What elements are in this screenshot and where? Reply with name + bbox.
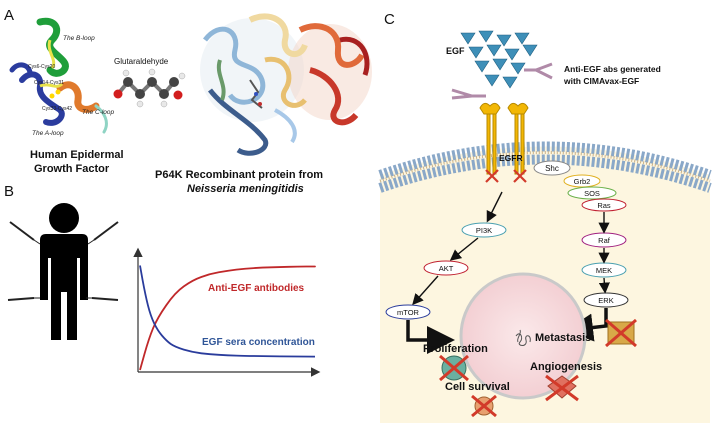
egf-triangle-icon [474, 60, 490, 73]
egf-triangle-icon [460, 32, 476, 45]
metastasis-label: Metastasis [535, 332, 591, 344]
egf-name-line-2: Growth Factor [34, 163, 110, 175]
panel-a-letter: A [4, 7, 14, 24]
egf-label: EGF [446, 46, 465, 56]
cys-label-3: Cys33-Cys42 [42, 106, 72, 112]
egf-sera-concentration-label: EGF sera concentration [202, 337, 315, 348]
svg-text:Shc: Shc [545, 164, 559, 173]
p64k-structure-illustration [200, 13, 372, 156]
angiogenesis-blocked-icon [545, 374, 579, 402]
c-loop-label: The C-loop [82, 109, 115, 116]
svg-text:Raf: Raf [598, 236, 611, 245]
svg-text:PI3K: PI3K [476, 226, 492, 235]
cys-label-2: Cys14-Cys31 [34, 80, 64, 86]
egf-triangle-icon [514, 32, 530, 45]
svg-text:SOS: SOS [584, 189, 600, 198]
node-raf: Raf [581, 232, 627, 248]
node-grb2: Grb2 [563, 174, 601, 188]
node-mek: MEK [581, 262, 627, 278]
cell-survival-label: Cell survival [445, 381, 510, 393]
egf-triangle-icon [484, 74, 500, 87]
anti-egf-antibody-icon-1 [451, 88, 486, 100]
node-erk: ERK [583, 292, 629, 308]
egf-triangle-icon [504, 48, 520, 61]
panel-b-letter: B [4, 183, 14, 200]
panel-b: B Anti-EGF antibodies EGF sera [4, 183, 321, 377]
metastasis-blocked-icon [605, 318, 637, 348]
antibody-egf-chart [133, 247, 321, 377]
block-x-icon-egfr-left [485, 169, 499, 183]
egf-triangle-icon [478, 30, 494, 43]
glutaraldehyde-label: Glutaraldehyde [114, 57, 169, 66]
cell-survival-blocked-icon [471, 394, 497, 418]
node-shc: Shc [533, 160, 571, 176]
series-line-anti-egf-antibodies [139, 265, 316, 371]
syringe-icon-2 [87, 221, 119, 245]
panel-c-letter: C [384, 11, 395, 28]
nucleus [459, 272, 587, 400]
node-akt: AKT [423, 260, 469, 276]
cell-membrane-inner [378, 154, 712, 193]
b-loop-label: The B-loop [63, 35, 95, 42]
svg-text:Ras: Ras [597, 201, 611, 210]
egfr-receptor-icon [479, 102, 529, 175]
egf-triangle-icon [486, 44, 502, 57]
egf-triangle-icon [510, 62, 526, 75]
anti-egf-abs-line-2: with CIMAvax-EGF [563, 76, 639, 86]
a-loop-label: The A-loop [32, 130, 64, 137]
p64k-name-line-1: P64K Recombinant protein from [155, 169, 323, 181]
svg-text:AKT: AKT [439, 264, 454, 273]
svg-text:MEK: MEK [596, 266, 612, 275]
membrane-tails [379, 151, 711, 183]
proliferation-blocked-icon [439, 354, 469, 382]
angiogenesis-label: Angiogenesis [530, 361, 602, 373]
block-x-icon-egfr-right [513, 169, 527, 183]
svg-text:ERK: ERK [598, 296, 613, 305]
node-ras: Ras [581, 198, 627, 212]
cell-membrane-outer [378, 141, 712, 180]
proliferation-label: Proliferation [423, 343, 488, 355]
egf-triangle-icon [496, 34, 512, 47]
anti-egf-antibodies-label: Anti-EGF antibodies [208, 283, 305, 294]
egf-triangle-icon [468, 46, 484, 59]
p64k-name-line-2: Neisseria meningitidis [187, 183, 304, 195]
svg-text:mTOR: mTOR [397, 308, 420, 317]
anti-egf-antibody-icon-2 [524, 62, 553, 80]
egf-triangle-icon [492, 58, 508, 71]
node-sos: SOS [567, 186, 617, 200]
node-pi3k: PI3K [461, 222, 507, 238]
egfr-label: EGFR [499, 153, 523, 163]
panel-c: C EGF Anti-EGF abs generated with CIMAva… [378, 11, 712, 423]
panel-a: A The B-loop The A-loop The C-loop Cys6-… [4, 7, 372, 195]
node-mtor: mTOR [385, 304, 431, 320]
syringe-icon-4 [86, 297, 119, 301]
syringe-icon-1 [9, 221, 41, 245]
person-figure-icon [40, 203, 88, 340]
glutaraldehyde-molecule [113, 68, 186, 108]
pathway-arrows [412, 191, 610, 306]
cys-label-1: Cys6-Cys20 [28, 64, 55, 70]
anti-egf-abs-line-1: Anti-EGF abs generated [564, 64, 661, 74]
egf-structure-illustration [9, 17, 108, 134]
egf-triangle-icon [522, 44, 538, 57]
chromatin-icon [515, 329, 531, 346]
egf-ligand-cluster [460, 30, 538, 89]
egf-triangle-icon [502, 76, 518, 89]
syringe-icon-3 [7, 297, 40, 301]
series-line-egf-sera-concentration [139, 265, 316, 358]
egf-name-line-1: Human Epidermal [30, 149, 124, 161]
svg-text:Grb2: Grb2 [574, 177, 591, 186]
